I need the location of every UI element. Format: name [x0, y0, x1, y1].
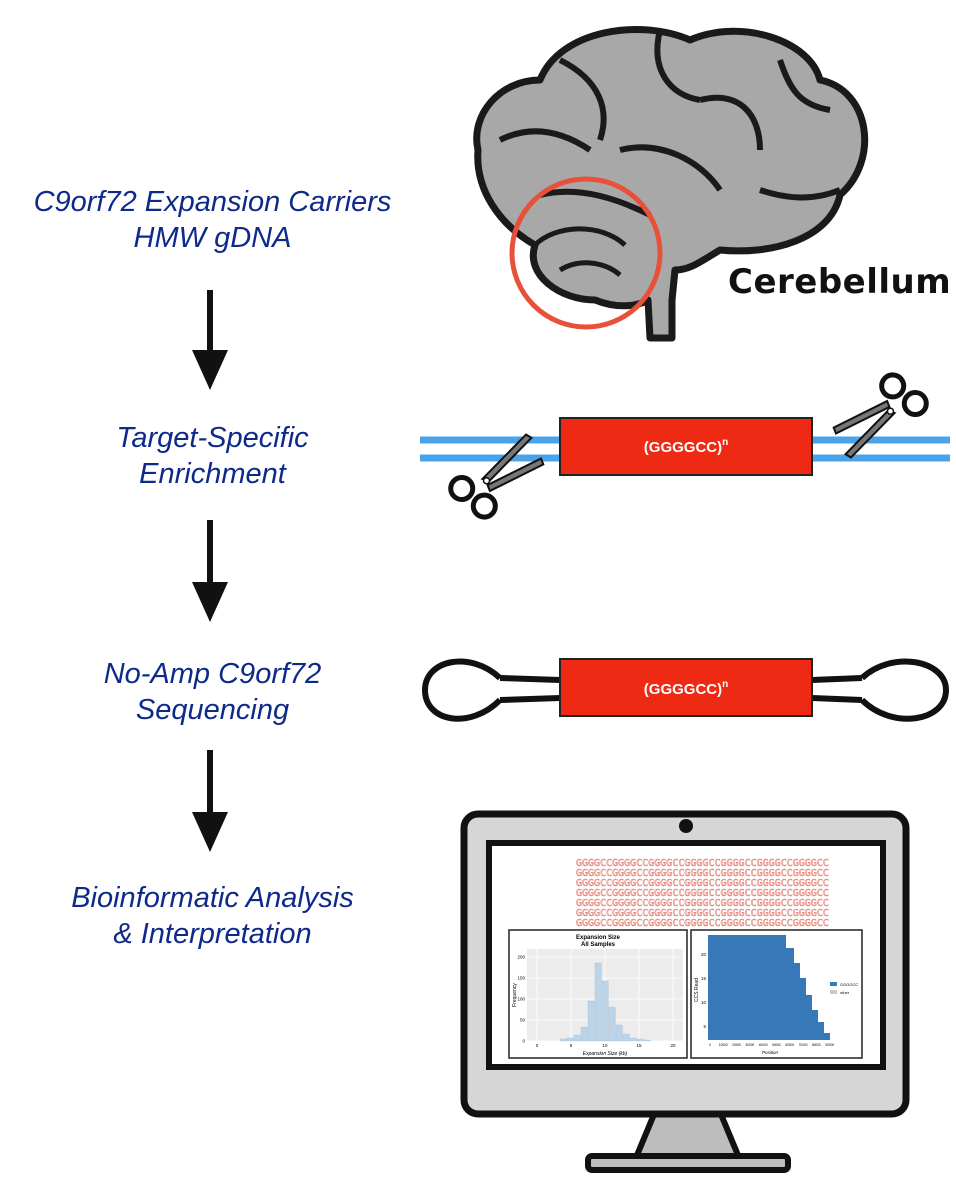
reads-x-tick: 20000: [732, 1043, 741, 1047]
histogram-bar: [629, 1037, 637, 1042]
legend-item-other: other: [840, 990, 850, 995]
flow-arrow-1: [192, 290, 228, 390]
reads-legend: GGGGCC other: [830, 982, 858, 995]
sequence-row: GGGGCCGGGGCCGGGGCCGGGGCCGGGGCCGGGGCCGGGG…: [576, 918, 829, 929]
histogram-bar: [601, 980, 609, 1042]
sequence-row: GGGGCCGGGGCCGGGGCCGGGGCCGGGGCCGGGGCCGGGG…: [576, 858, 829, 869]
step-1-line2: HMW gDNA: [133, 222, 292, 254]
reads-x-tick: 70000: [799, 1043, 808, 1047]
step-4-label: Bioinformatic Analysis & Interpretation: [0, 880, 425, 952]
step-2-line2: Enrichment: [139, 458, 286, 490]
reads-x-tick: 60000: [785, 1043, 794, 1047]
step-2-label: Target-Specific Enrichment: [0, 420, 425, 492]
repeat-label-enrichment: (GGGGCC)n: [644, 437, 728, 456]
sequence-row: GGGGCCGGGGCCGGGGCCGGGGCCGGGGCCGGGGCCGGGG…: [576, 878, 829, 889]
reads-x-tick: 80000: [812, 1043, 821, 1047]
reads-x-tick: 10000: [719, 1043, 728, 1047]
histogram-x-tick: 5: [570, 1043, 573, 1048]
reads-y-tick: 5: [703, 1024, 706, 1029]
reads-xlabel: Position: [762, 1050, 779, 1055]
repeat-box-sequencing: [559, 658, 813, 717]
repeat-box-enrichment: [559, 417, 813, 476]
sequence-block: GGGGCCGGGGCCGGGGCCGGGGCCGGGGCCGGGGCCGGGG…: [576, 858, 829, 930]
sequence-row: GGGGCCGGGGCCGGGGCCGGGGCCGGGGCCGGGGCCGGGG…: [576, 888, 829, 899]
legend-item-repeat: GGGGCC: [840, 982, 858, 987]
reads-panel: CCS Read Position 5 10 15 20 0 10000 20000 300…: [690, 929, 863, 1059]
step-1-line1: C9orf72 Expansion Carriers: [33, 186, 392, 218]
read-pileup: [708, 935, 830, 1040]
reads-y-tick: 15: [701, 976, 707, 981]
cerebellum-highlight-circle: [509, 176, 663, 330]
histogram-bars: [559, 962, 651, 1042]
cerebellum-label: Cerebellum: [728, 262, 952, 302]
reads-ylabel: CCS Read: [694, 978, 700, 1002]
reads-y-tick: 10: [701, 1000, 707, 1005]
histogram-bar: [559, 1038, 567, 1042]
histogram-bar: [580, 1026, 588, 1042]
histogram-ylabel: Frequency: [512, 983, 518, 1007]
histogram-bar: [566, 1037, 574, 1042]
histogram-bar: [615, 1024, 623, 1042]
histogram-x-tick: 15: [636, 1043, 642, 1048]
histogram-bar: [587, 1000, 595, 1042]
histogram-x-tick: 10: [602, 1043, 608, 1048]
flow-arrow-2: [192, 520, 228, 622]
step-3-label: No-Amp C9orf72 Sequencing: [0, 656, 425, 728]
histogram-bar: [608, 1006, 616, 1042]
reads-x-tick: 30000: [745, 1043, 754, 1047]
histogram-title: Expansion Size: [576, 935, 621, 941]
step-1-label: C9orf72 Expansion Carriers HMW gDNA: [0, 184, 425, 256]
reads-x-tick: 50000: [772, 1043, 781, 1047]
step-4-line2: & Interpretation: [113, 918, 312, 950]
histogram-subtitle: All Samples: [581, 942, 616, 948]
histogram-bar: [594, 962, 602, 1042]
histogram-bar: [643, 1039, 651, 1042]
histogram-x-tick: 0: [536, 1043, 539, 1048]
reads-x-tick: 90000: [825, 1043, 834, 1047]
histogram-bar: [573, 1034, 581, 1042]
brain-icon: [473, 26, 869, 342]
repeat-label-sequencing: (GGGGCC)n: [644, 679, 728, 698]
step-3-line1: No-Amp C9orf72: [103, 658, 322, 690]
histogram-panel: Expansion Size All Samples Frequency Exp…: [508, 929, 688, 1059]
reads-x-tick: 0: [709, 1043, 711, 1047]
flow-arrow-3: [192, 750, 228, 852]
step-4-line1: Bioinformatic Analysis: [71, 882, 354, 914]
sequence-row: GGGGCCGGGGCCGGGGCCGGGGCCGGGGCCGGGGCCGGGG…: [576, 868, 829, 879]
histogram-x-tick: 20: [670, 1043, 676, 1048]
histogram-y-tick: 200: [517, 955, 525, 960]
histogram-y-tick: 50: [520, 1018, 526, 1023]
sequence-row: GGGGCCGGGGCCGGGGCCGGGGCCGGGGCCGGGGCCGGGG…: [576, 898, 829, 909]
histogram-bar: [622, 1033, 630, 1042]
step-3-line2: Sequencing: [135, 694, 290, 726]
histogram-y-tick: 0: [522, 1039, 525, 1044]
sequence-row: GGGGCCGGGGCCGGGGCCGGGGCCGGGGCCGGGGCCGGGG…: [576, 908, 829, 919]
step-2-line1: Target-Specific: [116, 422, 309, 454]
histogram-y-tick: 100: [517, 997, 525, 1002]
histogram-bar: [636, 1038, 644, 1042]
histogram-y-tick: 150: [517, 976, 525, 981]
scissors-icon-right: [832, 372, 929, 459]
webcam-dot: [679, 819, 693, 833]
reads-x-tick: 40000: [759, 1043, 768, 1047]
smrtbell-construct: (GGGGCC)n: [421, 658, 950, 722]
histogram-xlabel: Expansion Size (kb): [583, 1051, 628, 1057]
reads-y-tick: 20: [701, 952, 707, 957]
scissors-icon-left: [448, 433, 545, 520]
